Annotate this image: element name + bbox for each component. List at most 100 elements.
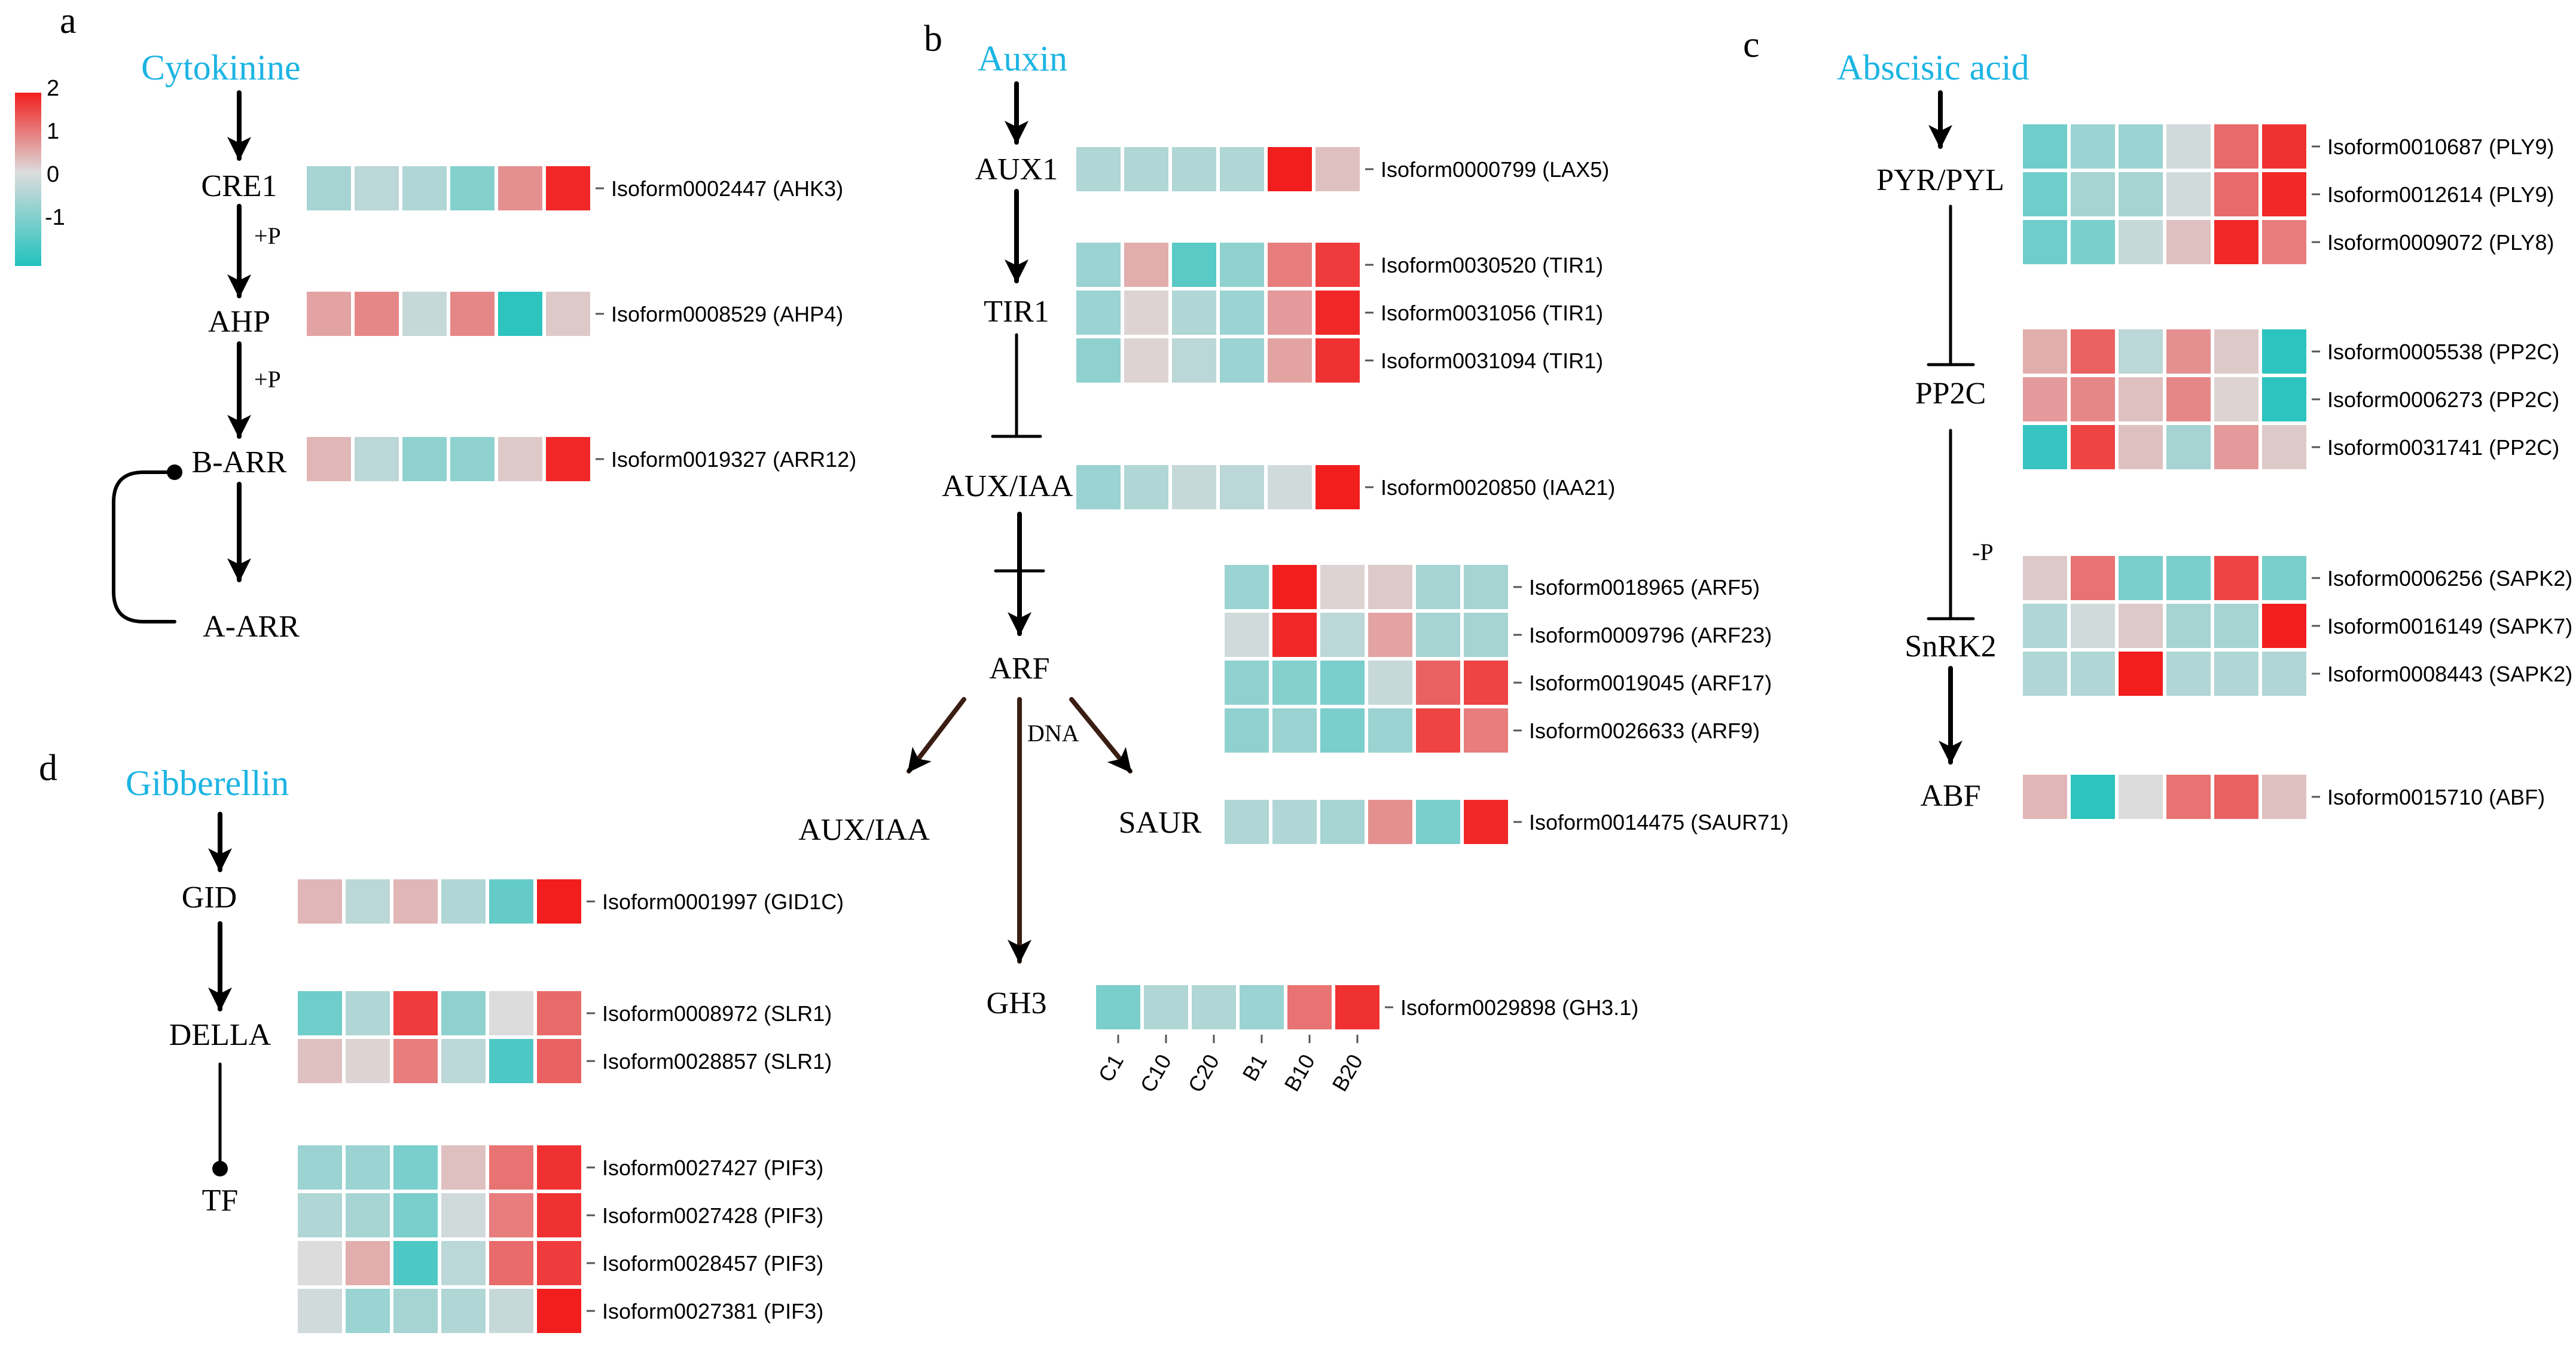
heatmap-cell [1460,657,1512,708]
heatmap-cell [2163,421,2214,473]
heatmap-cell [2163,121,2214,172]
node-pyr-pyl: PYR/PYL [1876,163,2004,197]
heatmap-cell [1365,657,1416,708]
heatmap-cell [2211,121,2262,172]
legend-tick-1: 1 [47,119,59,144]
heatmap-cell [1365,796,1416,848]
heatmap-cell [1312,461,1363,513]
heatmap-cell [1092,982,1144,1033]
row-label: Isoform0012614 (PLY9) [2327,182,2554,207]
heatmap-cell [2115,771,2166,823]
heatmap-cell [542,433,594,485]
heatmap-cell [2019,326,2071,377]
heatmap-cell [1317,796,1368,848]
column-label: B1 [1237,1050,1272,1086]
heatmap-cell [1073,335,1124,386]
heatmap-cell [1317,705,1368,756]
heatmap-cell [1269,657,1320,708]
heatmap-cell [399,163,450,214]
heatmap-cell [486,1190,537,1241]
heatmap-cell [2019,552,2071,604]
heatmap-cell [1221,796,1272,848]
node-aux1: AUX1 [975,152,1058,187]
heatmap-cell [2019,374,2071,425]
heatmap-cell [2019,648,2071,699]
hormone-title-cytokinine: Cytokinine [141,48,301,87]
heatmap-cell [486,988,537,1039]
heatmap-cell [1460,705,1512,756]
arrow-arf-auxiaa2 [907,697,966,774]
heatmap-cell [533,1142,585,1193]
heatmap-cell [2115,216,2166,268]
row-label: Isoform0028457 (PIF3) [602,1251,823,1276]
heatmap-cell [438,1237,489,1289]
heatmap-cell [342,988,393,1039]
heatmap-cell [1221,657,1272,708]
node-saur: SAUR [1119,806,1202,840]
heatmap-cell [1365,561,1416,613]
panel-letter-d: d [39,748,57,788]
heatmap-cell [486,876,537,927]
heatmap-cell [1332,982,1383,1033]
heatmap-cell [2067,374,2119,425]
row-label: Isoform0030520 (TIR1) [1381,253,1603,277]
heatmap-cell [1317,561,1368,613]
heatmap-cell [2163,326,2214,377]
heatmap-cell [1073,143,1124,195]
heatmap-cell [390,1142,441,1193]
legend-colorbar [15,93,41,266]
heatmap-cell [2115,600,2166,652]
heatmap-cell [1140,982,1192,1033]
heatmap-cell [1216,287,1268,338]
heatmap-cell [1312,335,1363,386]
heatmap-cell [2067,771,2119,823]
heatmap-cell [2067,600,2119,652]
heatmap-cell [294,876,346,927]
heatmap-cell [1460,609,1512,661]
heatmap-cell [1264,461,1316,513]
heatmap-cell [342,1285,393,1337]
row-label: Isoform0027428 (PIF3) [602,1203,823,1228]
heatmap-cell [2163,600,2214,652]
heatmap-cell [2115,374,2166,425]
heatmap-cell [1269,609,1320,661]
heatmap-cell [438,1190,489,1241]
row-label: Isoform0002447 (AHK3) [611,176,843,201]
heatmap-cell [1317,657,1368,708]
edge-label-dephospho: -P [1972,539,1994,565]
heatmap-cell [2067,421,2119,473]
heatmap-cell [438,1035,489,1087]
heatmap-cell [2258,121,2310,172]
heatmap-cell [2258,169,2310,220]
heatmap-cell [438,988,489,1039]
heatmap-cell [2211,552,2262,604]
heatmap-cell [447,288,498,340]
heatmap-cell [2163,169,2214,220]
heatmap-cell [1269,561,1320,613]
heatmap-cell [486,1285,537,1337]
edge-label-phospho-1: +P [254,222,281,249]
heatmap-cell [1121,461,1172,513]
heatmap-cell [438,1142,489,1193]
heatmap-cell [2067,216,2119,268]
node-ahp: AHP [208,305,270,339]
heatmap-cell [294,1285,346,1337]
hormone-title-abscisic-acid: Abscisic acid [1837,48,2029,87]
heatmap-cell [447,433,498,485]
row-label: Isoform0005538 (PP2C) [2327,340,2559,364]
feedback-aarr-barr [112,470,176,623]
heatmap-cell [2067,121,2119,172]
row-label: Isoform0015710 (ABF) [2327,785,2545,809]
column-label: B10 [1279,1050,1320,1096]
edge-label-phospho-2: +P [254,366,281,393]
column-label: C1 [1093,1050,1128,1086]
heatmap-cell [2115,648,2166,699]
heatmap-cell [1168,287,1220,338]
heatmap-cell [303,288,355,340]
heatmap-cell [1236,982,1287,1033]
heatmap-cell [486,1035,537,1087]
hormone-title-auxin: Auxin [978,39,1067,78]
hormone-title-gibberellin: Gibberellin [126,763,289,803]
heatmap-cell [438,876,489,927]
